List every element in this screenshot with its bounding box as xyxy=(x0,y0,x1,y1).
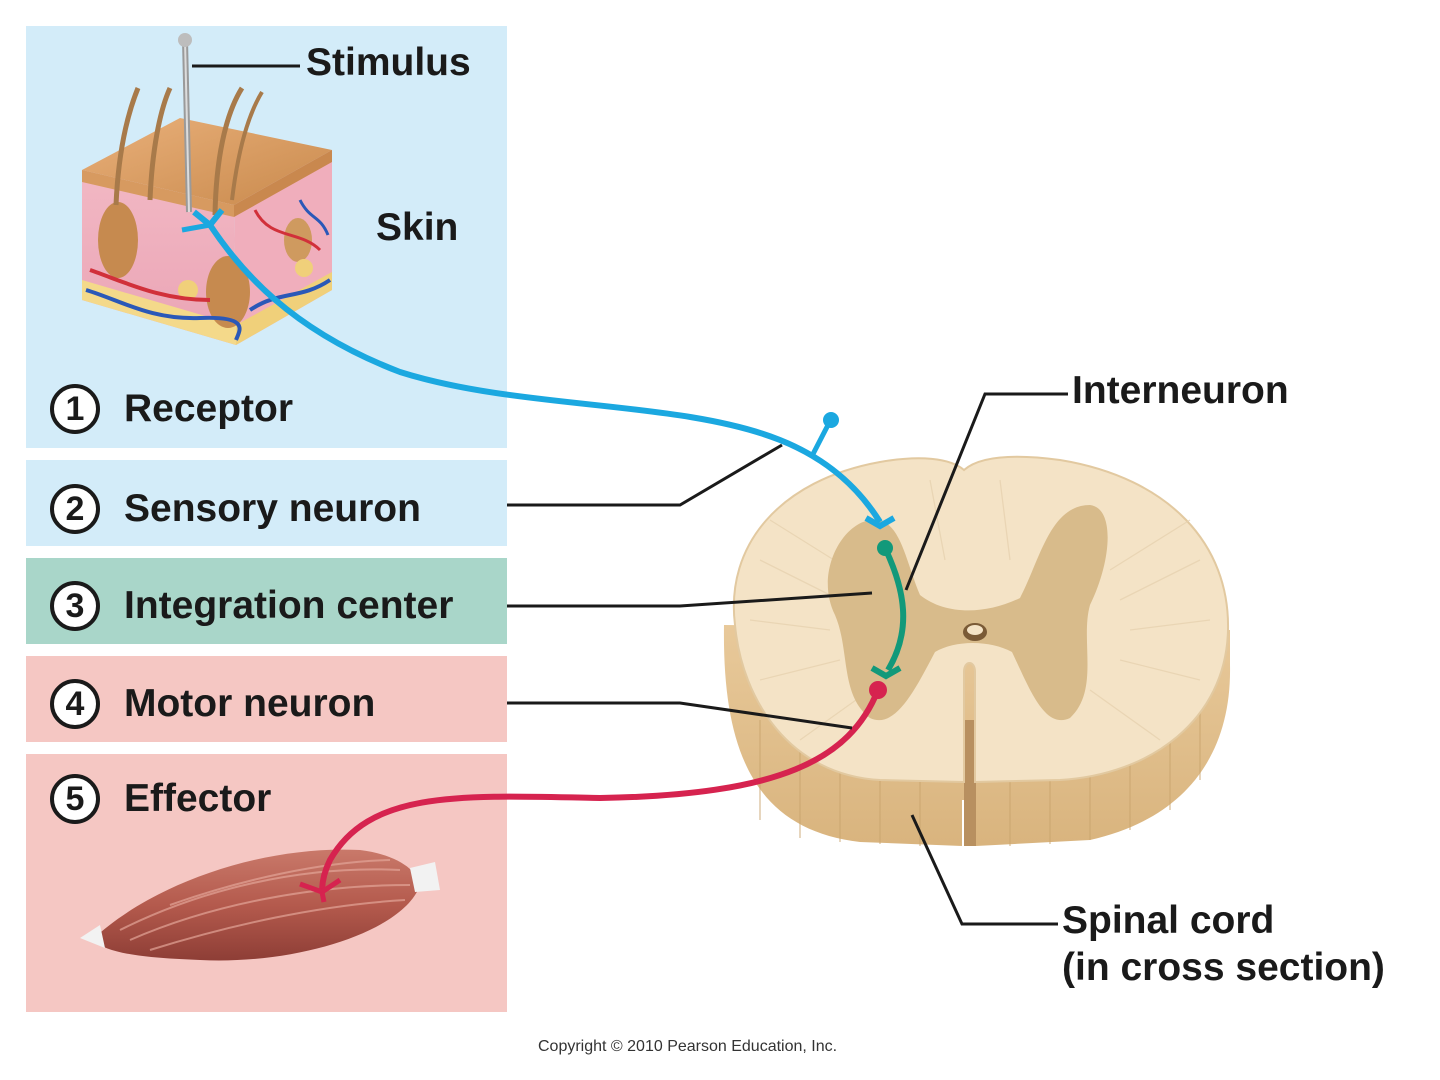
spinal-cord-label: Spinal cord (in cross section) xyxy=(1062,898,1385,992)
skin-block-illustration xyxy=(82,86,332,345)
muscle-illustration xyxy=(80,849,440,961)
step-motor-neuron: 4 Motor neuron xyxy=(50,675,375,733)
step-sensory-neuron: 2 Sensory neuron xyxy=(50,480,421,538)
sensory-neuron-path xyxy=(181,208,896,530)
step-number-badge: 5 xyxy=(50,774,100,824)
step-number-badge: 2 xyxy=(50,484,100,534)
step-label: Integration center xyxy=(124,584,454,627)
interneuron-path xyxy=(870,540,907,680)
motor-neuron-path xyxy=(299,681,887,903)
step-integration-center: 3 Integration center xyxy=(50,577,453,635)
motor-neuron-panel xyxy=(26,656,507,742)
copyright-notice: Copyright © 2010 Pearson Education, Inc. xyxy=(538,1038,838,1055)
step-label: Effector xyxy=(124,777,272,820)
stimulus-label: Stimulus xyxy=(306,41,471,84)
spinal-cord-label-line1: Spinal cord xyxy=(1062,899,1275,942)
skin-label: Skin xyxy=(376,206,459,249)
integration-center-panel xyxy=(26,558,507,644)
sensory-neuron-panel xyxy=(26,460,507,546)
step-number-badge: 3 xyxy=(50,581,100,631)
stimulus-pin-illustration xyxy=(178,33,192,213)
interneuron-label: Interneuron xyxy=(1072,369,1289,412)
step-number-badge: 4 xyxy=(50,679,100,729)
step-label: Sensory neuron xyxy=(124,487,421,530)
leader-lines xyxy=(507,392,1068,926)
step-label: Motor neuron xyxy=(124,682,376,725)
step-label: Receptor xyxy=(124,387,294,430)
step-number-badge: 1 xyxy=(50,384,100,434)
step-receptor: 1 Receptor xyxy=(50,380,293,438)
step-effector: 5 Effector xyxy=(50,770,271,828)
spinal-cord-illustration xyxy=(723,455,1231,846)
spinal-cord-label-line2: (in cross section) xyxy=(1062,945,1385,989)
